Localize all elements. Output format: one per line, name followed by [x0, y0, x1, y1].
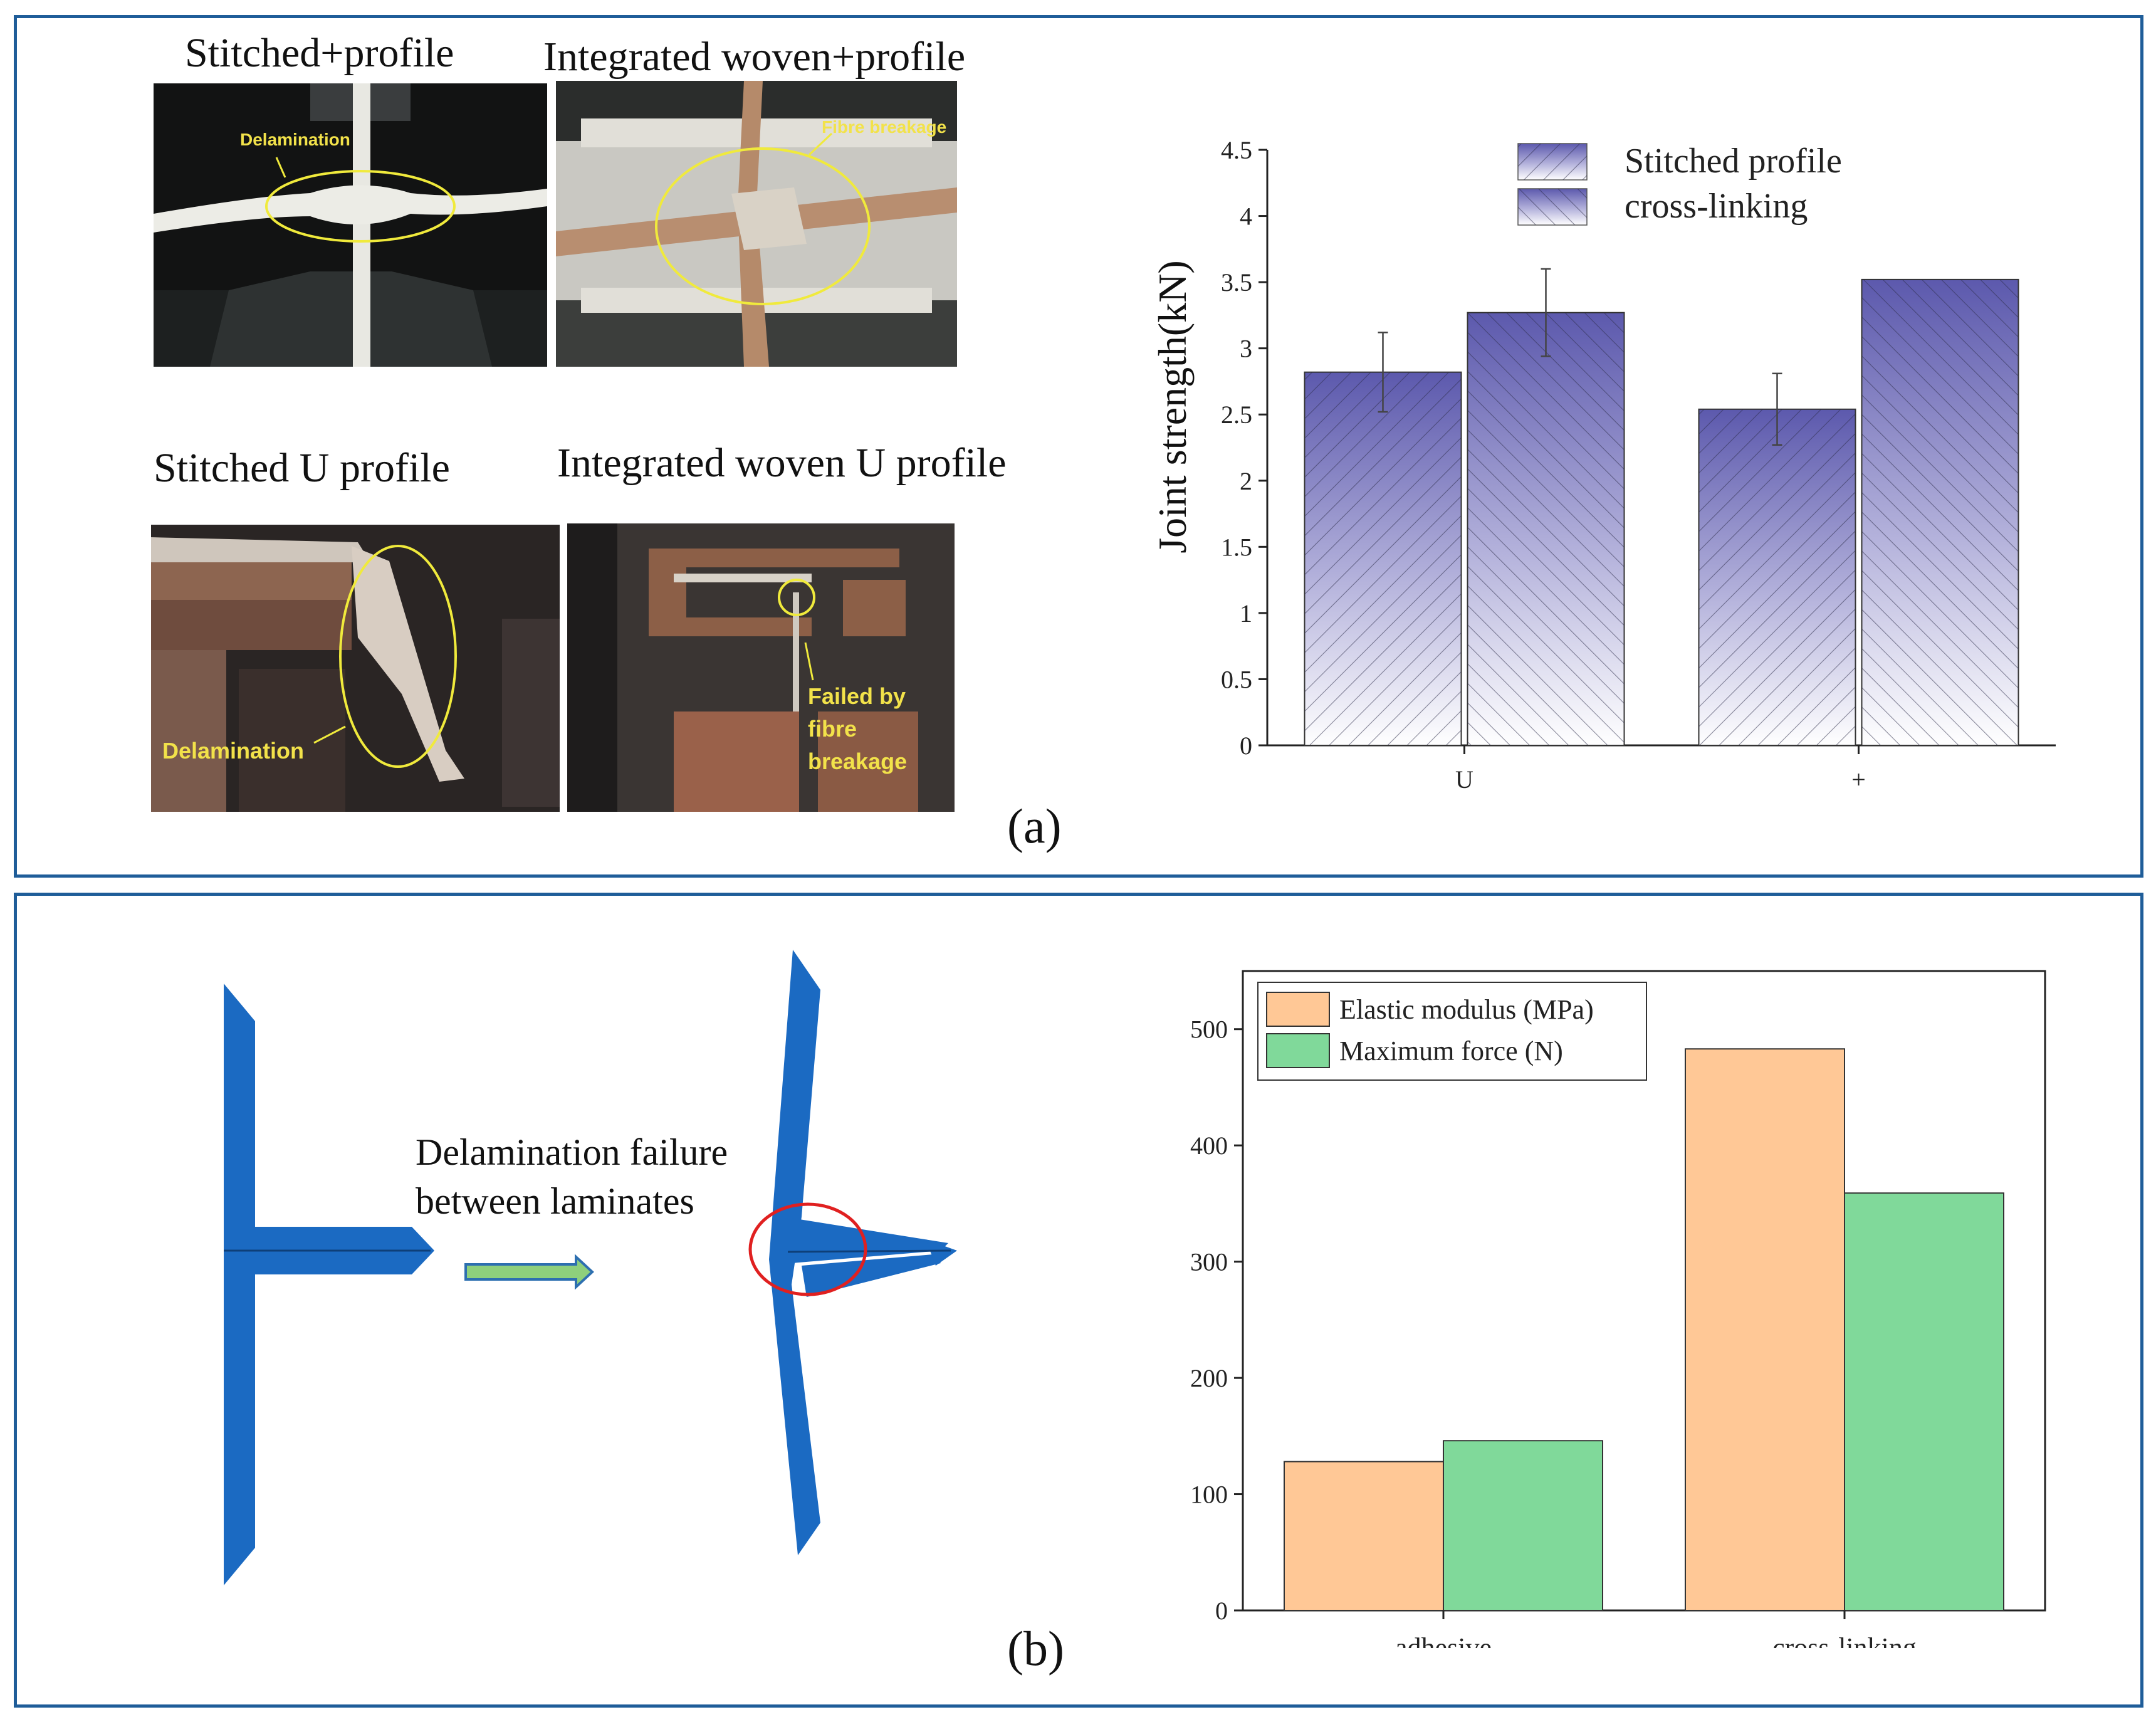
diagram-caption: Delamination failure between laminates: [416, 1128, 728, 1226]
y-tick-label: 0: [1240, 732, 1252, 760]
arrow-icon: [464, 1254, 594, 1290]
bar-maximum-force: [1443, 1440, 1603, 1612]
y-tick-label: 0.5: [1221, 665, 1252, 693]
x-tick-label: adhesive: [1395, 1632, 1492, 1648]
y-tick-label: 0: [1215, 1597, 1228, 1625]
bar-hatch: [1861, 279, 2019, 745]
annotation-fibre-breakage: Fibre breakage: [822, 117, 947, 137]
y-tick-label: 2.5: [1221, 401, 1252, 429]
chart-modulus-force: 0 100 200 300 400 500 adhesive cross-linking Ela…: [1190, 970, 2046, 1648]
panel-b: Delamination failure between laminates 0…: [14, 893, 2143, 1708]
bar-hatch: [1304, 372, 1462, 745]
t-joint-intact: [224, 984, 434, 1585]
legend-label: cross-linking: [1625, 187, 1808, 226]
panel-label-b: (b): [1007, 1621, 1064, 1676]
photo-woven-u: Failed by fibre breakage: [567, 523, 955, 812]
y-tick-label: 400: [1190, 1132, 1228, 1160]
bar-hatch: [1467, 312, 1625, 746]
y-tick-label: 500: [1190, 1016, 1228, 1044]
x-tick-label: +: [1851, 765, 1866, 794]
bar-elastic-modulus: [1284, 1461, 1444, 1611]
panel-label-a: (a): [1007, 799, 1062, 853]
y-tick-label: 2: [1240, 467, 1252, 495]
legend-label: Maximum force (N): [1339, 1036, 1563, 1066]
bar-maximum-force: [1844, 1192, 2004, 1611]
photo-stitched-u: Delamination: [151, 525, 560, 812]
y-tick-label: 3: [1240, 335, 1252, 363]
photo-title-stitched-u: Stitched U profile: [154, 445, 450, 491]
diagram-caption-line2: between laminates: [416, 1180, 694, 1222]
y-tick-label: 1.5: [1221, 533, 1252, 561]
photo-title-woven-u: Integrated woven U profile: [557, 440, 1007, 486]
photo-title-stitched-plus: Stitched+profile: [185, 30, 454, 76]
legend-swatch-hatch: [1518, 189, 1587, 225]
y-tick-label: 1: [1240, 599, 1252, 627]
annotation-delamination-plus: Delamination: [240, 130, 350, 149]
legend-swatch: [1266, 992, 1330, 1027]
plot-frame: [1242, 970, 2046, 1612]
failure-highlight-ellipse: [748, 1202, 867, 1296]
y-tick-label: 4: [1240, 202, 1252, 231]
annotation-failed-by-fibre-breakage: Failed by fibre breakage: [808, 683, 908, 774]
y-tick-label: 200: [1190, 1364, 1228, 1392]
bar-elastic-modulus: [1685, 1048, 1845, 1612]
photo-stitched-plus: Delamination: [154, 83, 547, 367]
photo-woven-plus: Fibre breakage: [556, 81, 957, 367]
y-axis-label: Joint strength(kN): [1150, 260, 1195, 554]
legend-swatch: [1266, 1033, 1330, 1068]
photo-title-woven-plus: Integrated woven+profile: [543, 34, 966, 80]
delamination-diagram: [224, 950, 957, 1585]
panel-a: Stitched+profile Integrated woven+profil…: [14, 15, 2143, 878]
y-tick-label: 3.5: [1221, 268, 1252, 297]
bar-hatch: [1698, 409, 1856, 745]
annotation-delamination-u: Delamination: [162, 738, 305, 764]
diagram-caption-line1: Delamination failure: [416, 1132, 728, 1173]
x-tick-label: cross-linking: [1772, 1632, 1917, 1648]
legend-label: Elastic modulus (MPa): [1339, 994, 1594, 1025]
y-tick-label: 4.5: [1221, 136, 1252, 164]
legend-swatch-hatch: [1518, 144, 1587, 180]
chart-joint-strength: 0 0.5 1 1.5 2 2.5 3 3.5 4 4.5U + Stitched profile cr…: [1150, 136, 2056, 794]
legend-label: Stitched profile: [1625, 142, 1842, 181]
y-tick-label: 100: [1190, 1481, 1228, 1509]
x-tick-label: U: [1455, 765, 1473, 794]
y-tick-label: 300: [1190, 1248, 1228, 1276]
